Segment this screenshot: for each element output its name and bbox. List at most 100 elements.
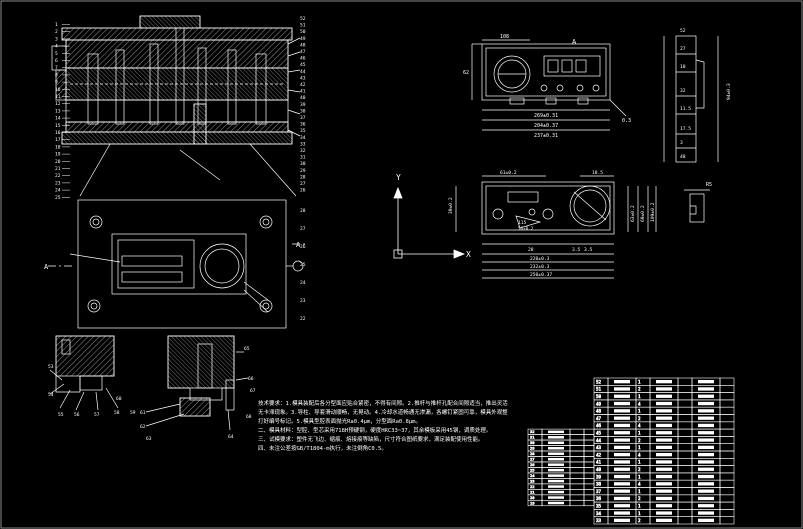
- bom-name-block: [614, 460, 630, 464]
- part-number-left: 9: [55, 80, 58, 86]
- bom-cell: [677, 465, 693, 474]
- bom-cell: [719, 436, 735, 444]
- part-number-left: 23: [55, 180, 61, 186]
- bom-name-block: [698, 482, 714, 486]
- part-number-right: 29: [300, 168, 306, 174]
- bom-cell-text: 2: [638, 518, 641, 523]
- bom-cell-text: 41: [596, 460, 602, 465]
- bom-cell-text: 1: [638, 511, 641, 516]
- bom-name-block: [614, 518, 630, 522]
- bom-number: 30: [530, 440, 535, 445]
- bom-name-block: [548, 441, 564, 445]
- bom-name-block: [614, 409, 630, 413]
- bom-number: 28: [530, 451, 535, 456]
- bom-cell: [719, 457, 735, 466]
- bom-cell: [677, 421, 693, 430]
- dim-front-height: 62: [463, 70, 469, 76]
- bom-cell-text: 46: [596, 423, 602, 428]
- bom-name-block: [548, 496, 564, 499]
- rear-dim: 56±0.2: [518, 226, 534, 231]
- detail-right-label: 67: [250, 388, 256, 394]
- bom-name-block: [656, 394, 672, 398]
- bom-number: 19: [530, 500, 535, 505]
- rear-dim: 3.5: [584, 247, 593, 253]
- side-dim: 10: [680, 64, 686, 70]
- bom-cell: [569, 489, 585, 496]
- bom-cell: [583, 494, 595, 501]
- bom-name-block: [614, 445, 630, 449]
- part-number-right: 51: [300, 23, 306, 29]
- bom-cell: [719, 399, 735, 408]
- bom-cell-text: 52: [596, 379, 602, 384]
- bom-cell: [719, 414, 735, 423]
- side-dim: 48: [680, 154, 686, 160]
- bom-name-block: [698, 467, 714, 471]
- side-dim: 3: [680, 140, 683, 146]
- bom-name-block: [548, 485, 564, 488]
- bom-name-block: [656, 409, 672, 413]
- bom-cell: [677, 516, 693, 525]
- section-marker-front: A: [572, 38, 577, 46]
- assembly-section-view: [51, 15, 301, 197]
- bom-cell-text: 2: [638, 496, 641, 501]
- bom-number: 27: [530, 456, 535, 461]
- bom-cell-text: 1: [638, 445, 641, 450]
- part-number-right: 31: [300, 155, 306, 161]
- dim-front-overall-1: 269±0.31: [534, 113, 558, 119]
- bom-name-block: [614, 496, 630, 501]
- rear-dim: 115: [518, 220, 527, 226]
- bom-name-block: [656, 482, 672, 486]
- bom-cell-text: 4: [638, 401, 641, 406]
- bom-cell: [677, 479, 693, 488]
- bom-name-block: [656, 504, 672, 508]
- bom-cell-text: 2: [638, 387, 641, 392]
- bom-cell: [677, 457, 693, 466]
- bom-cell: [677, 494, 693, 503]
- bom-cell-text: 2: [638, 467, 641, 472]
- bom-name-block: [548, 501, 564, 505]
- bom-name-block: [698, 518, 714, 522]
- bom-name-block: [656, 445, 672, 449]
- note-line: 打好编号标记。5.模具型腔表面抛光Ra0.4μm，分型面Ra0.8μm。: [258, 419, 421, 425]
- bom-cell: [583, 483, 595, 490]
- bom-cell-text: 33: [596, 518, 602, 523]
- bom-name-block: [614, 504, 630, 508]
- bom-name-block: [614, 467, 630, 471]
- detail-right-label: 62: [140, 424, 146, 430]
- bom-name-block: [548, 474, 564, 477]
- part-number-left: 19: [55, 152, 61, 158]
- bom-name-block: [656, 401, 672, 406]
- bom-cell-text: 51: [596, 387, 602, 392]
- bom-number: 20: [530, 495, 535, 500]
- part-number-right: 43: [300, 75, 306, 81]
- bom-cell: [677, 384, 693, 393]
- bom-cell: [583, 456, 595, 463]
- axis-y-label: Y: [396, 173, 401, 182]
- bom-cell-text: 45: [596, 431, 602, 436]
- bom-name-block: [698, 380, 714, 384]
- note-line: 三、试模要求：塑件无飞边、缩痕、熔接痕等缺陷，尺寸符合图纸要求，满足装配使用性能…: [258, 437, 484, 443]
- detail-right-label: 66: [248, 376, 254, 382]
- bom-cell: [569, 467, 585, 474]
- part-number-right: 33: [300, 141, 306, 147]
- note-line: 无卡滞现象。3.导柱、导套滑动顺畅，无晃动。4.冷却水道畅通无渗漏，各螺钉紧固可…: [258, 410, 508, 416]
- bom-name-block: [548, 479, 564, 483]
- technical-notes: 技术要求：1.模具装配后各分型面应贴合紧密，不得有间隙。2.推杆与推杆孔配合间隙…: [258, 400, 508, 454]
- part-number-left: 16: [55, 130, 61, 136]
- detail-right-label: 64: [228, 434, 234, 440]
- detail-left-label: 53: [48, 364, 54, 370]
- part-number-right: 30: [300, 161, 306, 167]
- side-dim: 52: [680, 28, 686, 34]
- bom-cell-text: 49: [596, 401, 602, 406]
- bom-name-block: [548, 452, 564, 455]
- bom-cell-text: 1: [638, 394, 641, 399]
- part-number-right: 49: [300, 36, 306, 42]
- part-number-left: 2: [55, 29, 58, 35]
- bom-name-block: [698, 409, 714, 413]
- part-number-right: 35: [300, 128, 306, 134]
- part-number-left: 8: [55, 72, 58, 78]
- bom-cell: [719, 516, 735, 525]
- rear-dim: 61±0.2: [500, 170, 517, 176]
